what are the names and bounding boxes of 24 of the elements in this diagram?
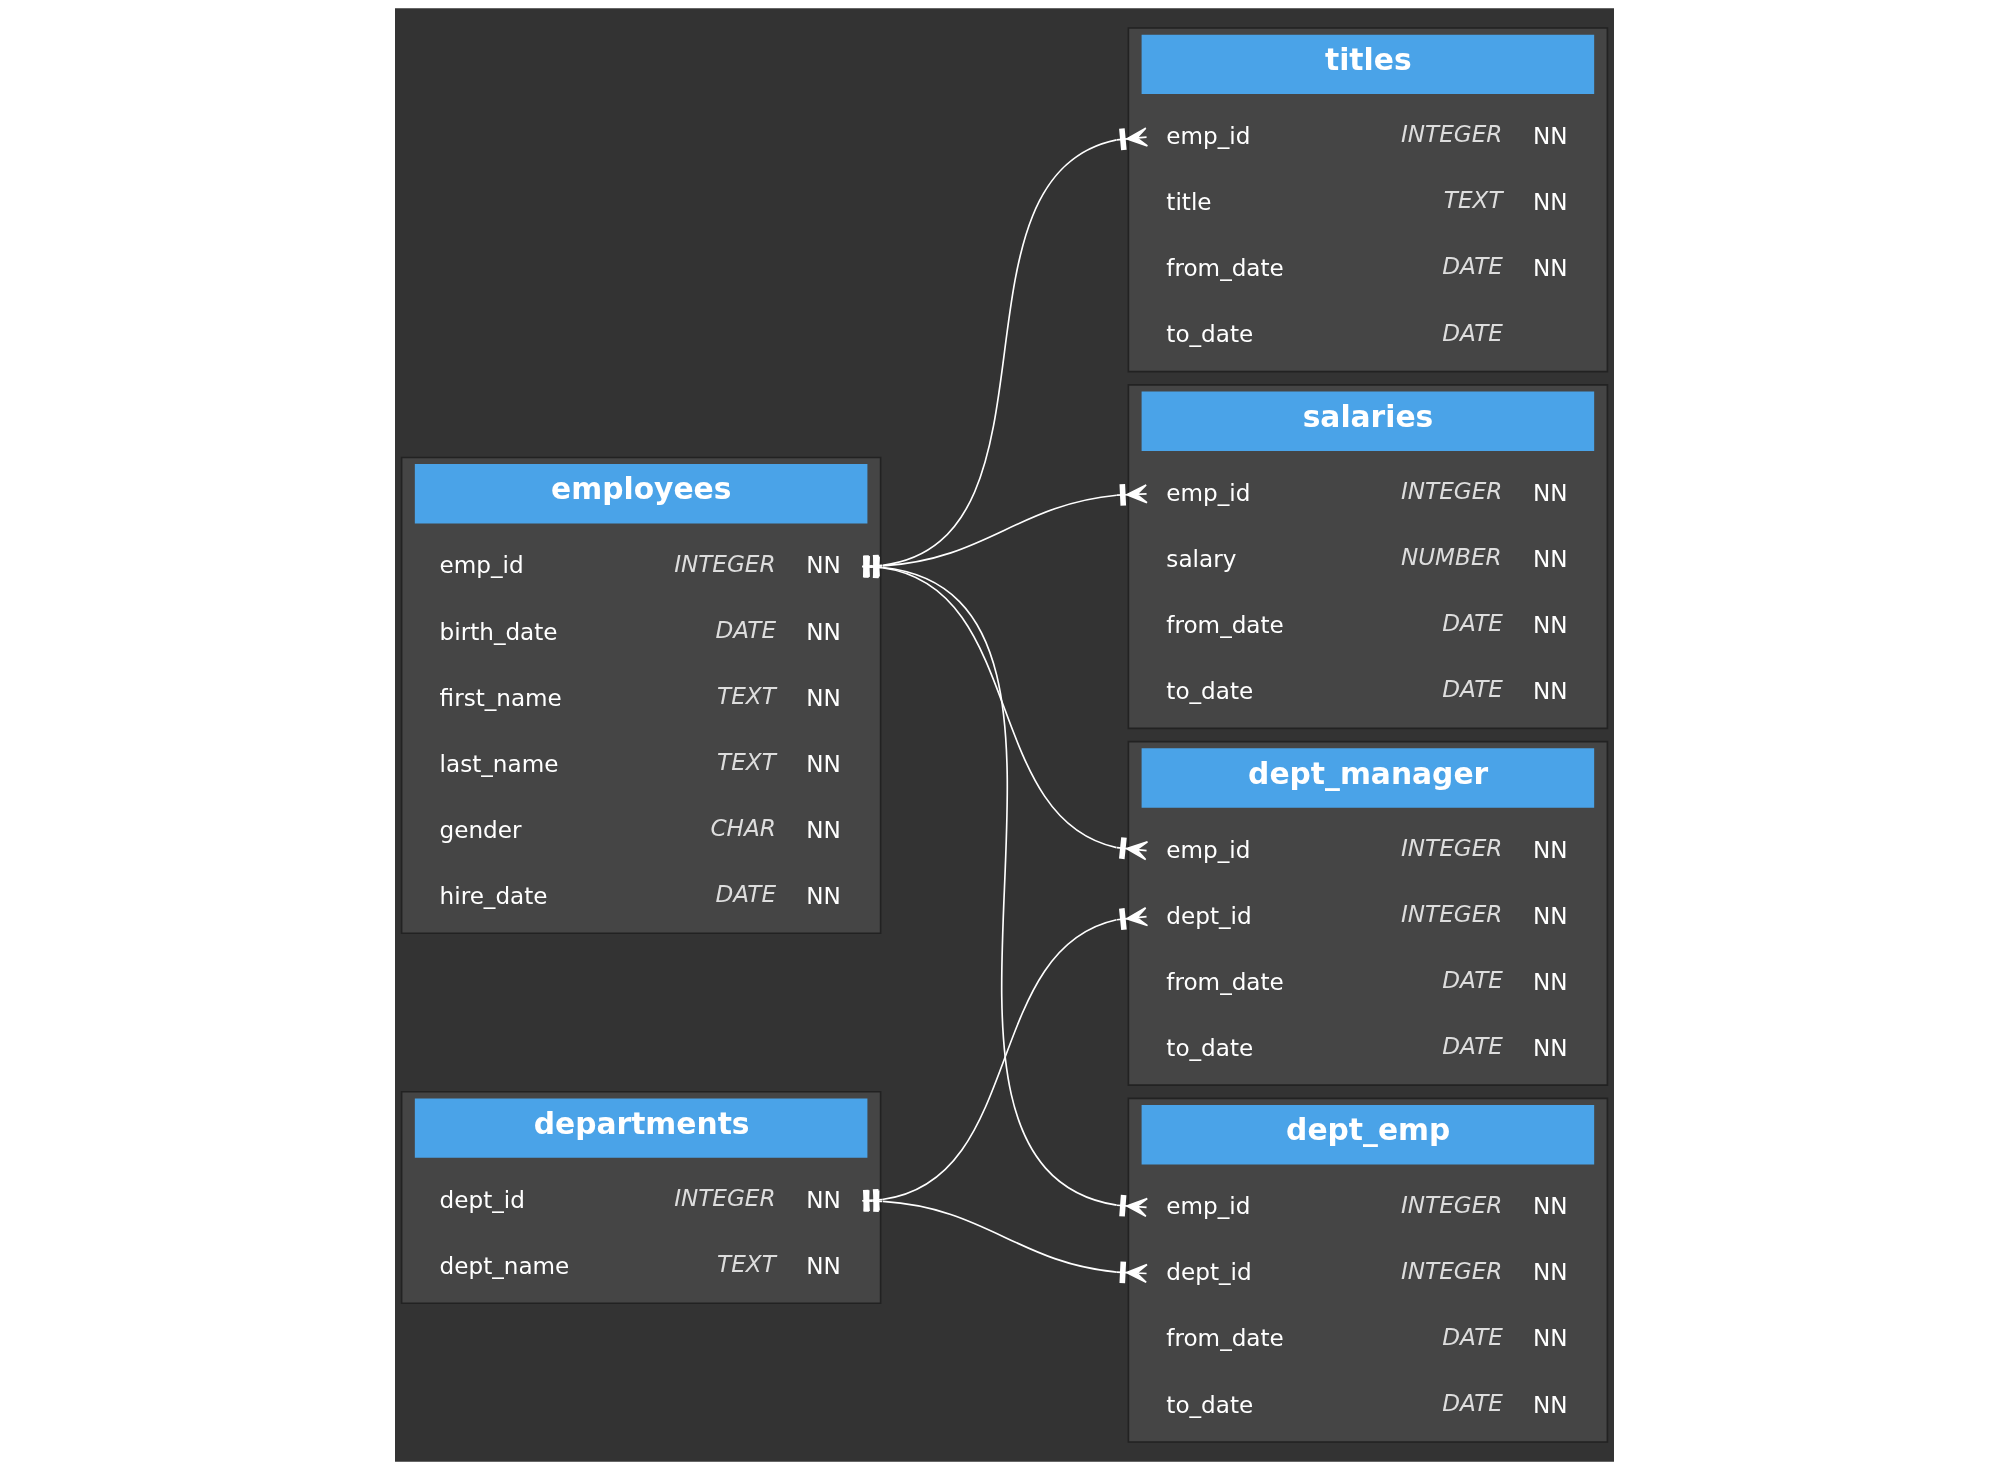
node-text: dept_name TEXT NN: [439, 1251, 841, 1279]
node-text: birth_date DATE NN: [439, 616, 841, 645]
node-text: dept_id INTEGER NN: [1165, 1257, 1568, 1286]
node-text: last_name TEXT NN: [439, 749, 841, 777]
node-text: to_date DATE NN: [1165, 1033, 1568, 1061]
node-text: emp_id INTEGER NN: [1165, 1191, 1568, 1220]
node-text: from_date DATE NN: [1165, 1323, 1568, 1352]
node-text: emp_id INTEGER NN: [1165, 834, 1568, 863]
node-text: to_date DATE NN: [1165, 1389, 1568, 1418]
node-text: to_date DATE NN: [1165, 676, 1568, 704]
node-text: from_date DATE NN: [1165, 967, 1568, 995]
node-text: first_name TEXT NN: [439, 682, 841, 711]
node-text: title TEXT NN: [1165, 187, 1568, 216]
node-text: hire_date DATE NN: [439, 881, 841, 909]
node-text: emp_id INTEGER NN: [439, 550, 841, 579]
node-text: to_date DATE: [1165, 319, 1503, 348]
node-text: dept_id INTEGER NN: [1165, 900, 1568, 929]
node-text: from_date DATE NN: [1165, 253, 1568, 282]
node-text: salary NUMBER NN: [1165, 544, 1568, 572]
node-text: from_date DATE NN: [1165, 610, 1568, 638]
node-text: emp_id INTEGER NN: [1165, 121, 1568, 149]
node-text: gender CHAR NN: [439, 815, 841, 843]
node-text: dept_id INTEGER NN: [439, 1185, 841, 1213]
node-text: emp_id INTEGER NN: [1165, 478, 1568, 506]
